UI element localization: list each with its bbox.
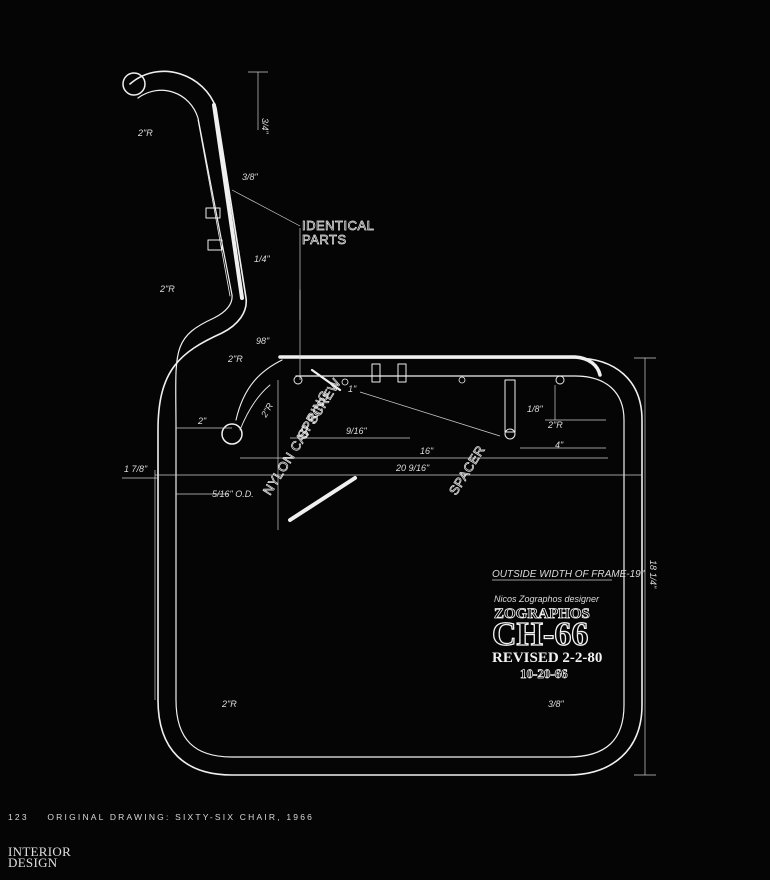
identical-parts-line2: PARTS (302, 232, 347, 247)
dim-3-quarter: 3/4" (260, 118, 270, 135)
seat-hole-a (293, 375, 303, 385)
dim-2R-d: 2"R (259, 401, 276, 420)
seat-hole-c (458, 376, 466, 384)
dim-20: 20 9/16" (395, 463, 430, 473)
spacer-post (504, 379, 516, 433)
spring-assembly (310, 368, 342, 392)
tube-end-front (221, 423, 243, 445)
dim-2R-c: 2"R (227, 354, 243, 364)
tube-end-top (122, 72, 146, 96)
dim-98: 98" (256, 336, 270, 346)
dim-16: 16" (420, 446, 434, 456)
dim-2R-a: 2"R (137, 128, 153, 138)
bracket-b (397, 363, 407, 383)
nylon-cap-screw-label: NYLON CAP SCREW (260, 375, 344, 497)
dim-3-8: 3/8" (242, 172, 259, 182)
designer-line: Nicos Zographos designer (494, 594, 600, 604)
page-number: 123 (8, 812, 29, 822)
original-date: 10-20-66 (520, 666, 568, 681)
spacer-foot (504, 428, 516, 440)
dim-18: 18 1/4" (648, 560, 658, 589)
logo-line2: DESIGN (8, 855, 58, 870)
dim-3-8b: 3/8" (548, 699, 565, 709)
seat-hole-d (341, 378, 349, 386)
seat-curve (235, 359, 283, 421)
dim-9-16: 9/16" (346, 426, 368, 436)
seat-underside (239, 384, 271, 431)
dim-2R-b: 2"R (159, 284, 175, 294)
dim-line-leader-a (359, 391, 501, 437)
dim-1-4: 1/4" (254, 254, 271, 264)
dim-line-identical-a (231, 189, 301, 227)
interior-design-logo: INTERIOR DESIGN (8, 844, 72, 870)
logo-line1: INTERIOR (8, 844, 72, 859)
dim-4: 4" (555, 440, 564, 450)
revised-date: REVISED 2-2-80 (492, 650, 602, 666)
screw-assembly (288, 476, 357, 522)
frame-tube-inner (137, 89, 625, 758)
figure-caption: 123 ORIGINAL DRAWING: SIXTY-SIX CHAIR, 1… (8, 812, 314, 822)
seat-panel (278, 355, 602, 377)
back-bracket-b (207, 239, 223, 251)
identical-parts-line1: IDENTICAL (302, 218, 374, 233)
outside-width-label: OUTSIDE WIDTH OF FRAME-19" (492, 569, 645, 580)
dim-2: 2" (197, 416, 207, 426)
back-bracket-a (205, 207, 221, 219)
designer-name: ZOGRAPHOS (494, 606, 590, 622)
caption-text: ORIGINAL DRAWING: SIXTY-SIX CHAIR, 1966 (47, 812, 315, 822)
dim-2R-e: 2"R (547, 420, 563, 430)
dim-od: 5/16" O.D. (212, 489, 254, 499)
model-number: CH-66 (492, 616, 588, 653)
back-rest-panel (212, 103, 244, 300)
dim-1: 1" (348, 384, 357, 394)
dim-1-8: 1/8" (527, 404, 544, 414)
spacer-label: SPACER (446, 443, 488, 498)
bracket-a (371, 363, 381, 383)
dim-2R-f: 2"R (221, 699, 237, 709)
dim-1-7-8: 1 7/8" (124, 464, 148, 474)
seat-hole-b (555, 375, 565, 385)
